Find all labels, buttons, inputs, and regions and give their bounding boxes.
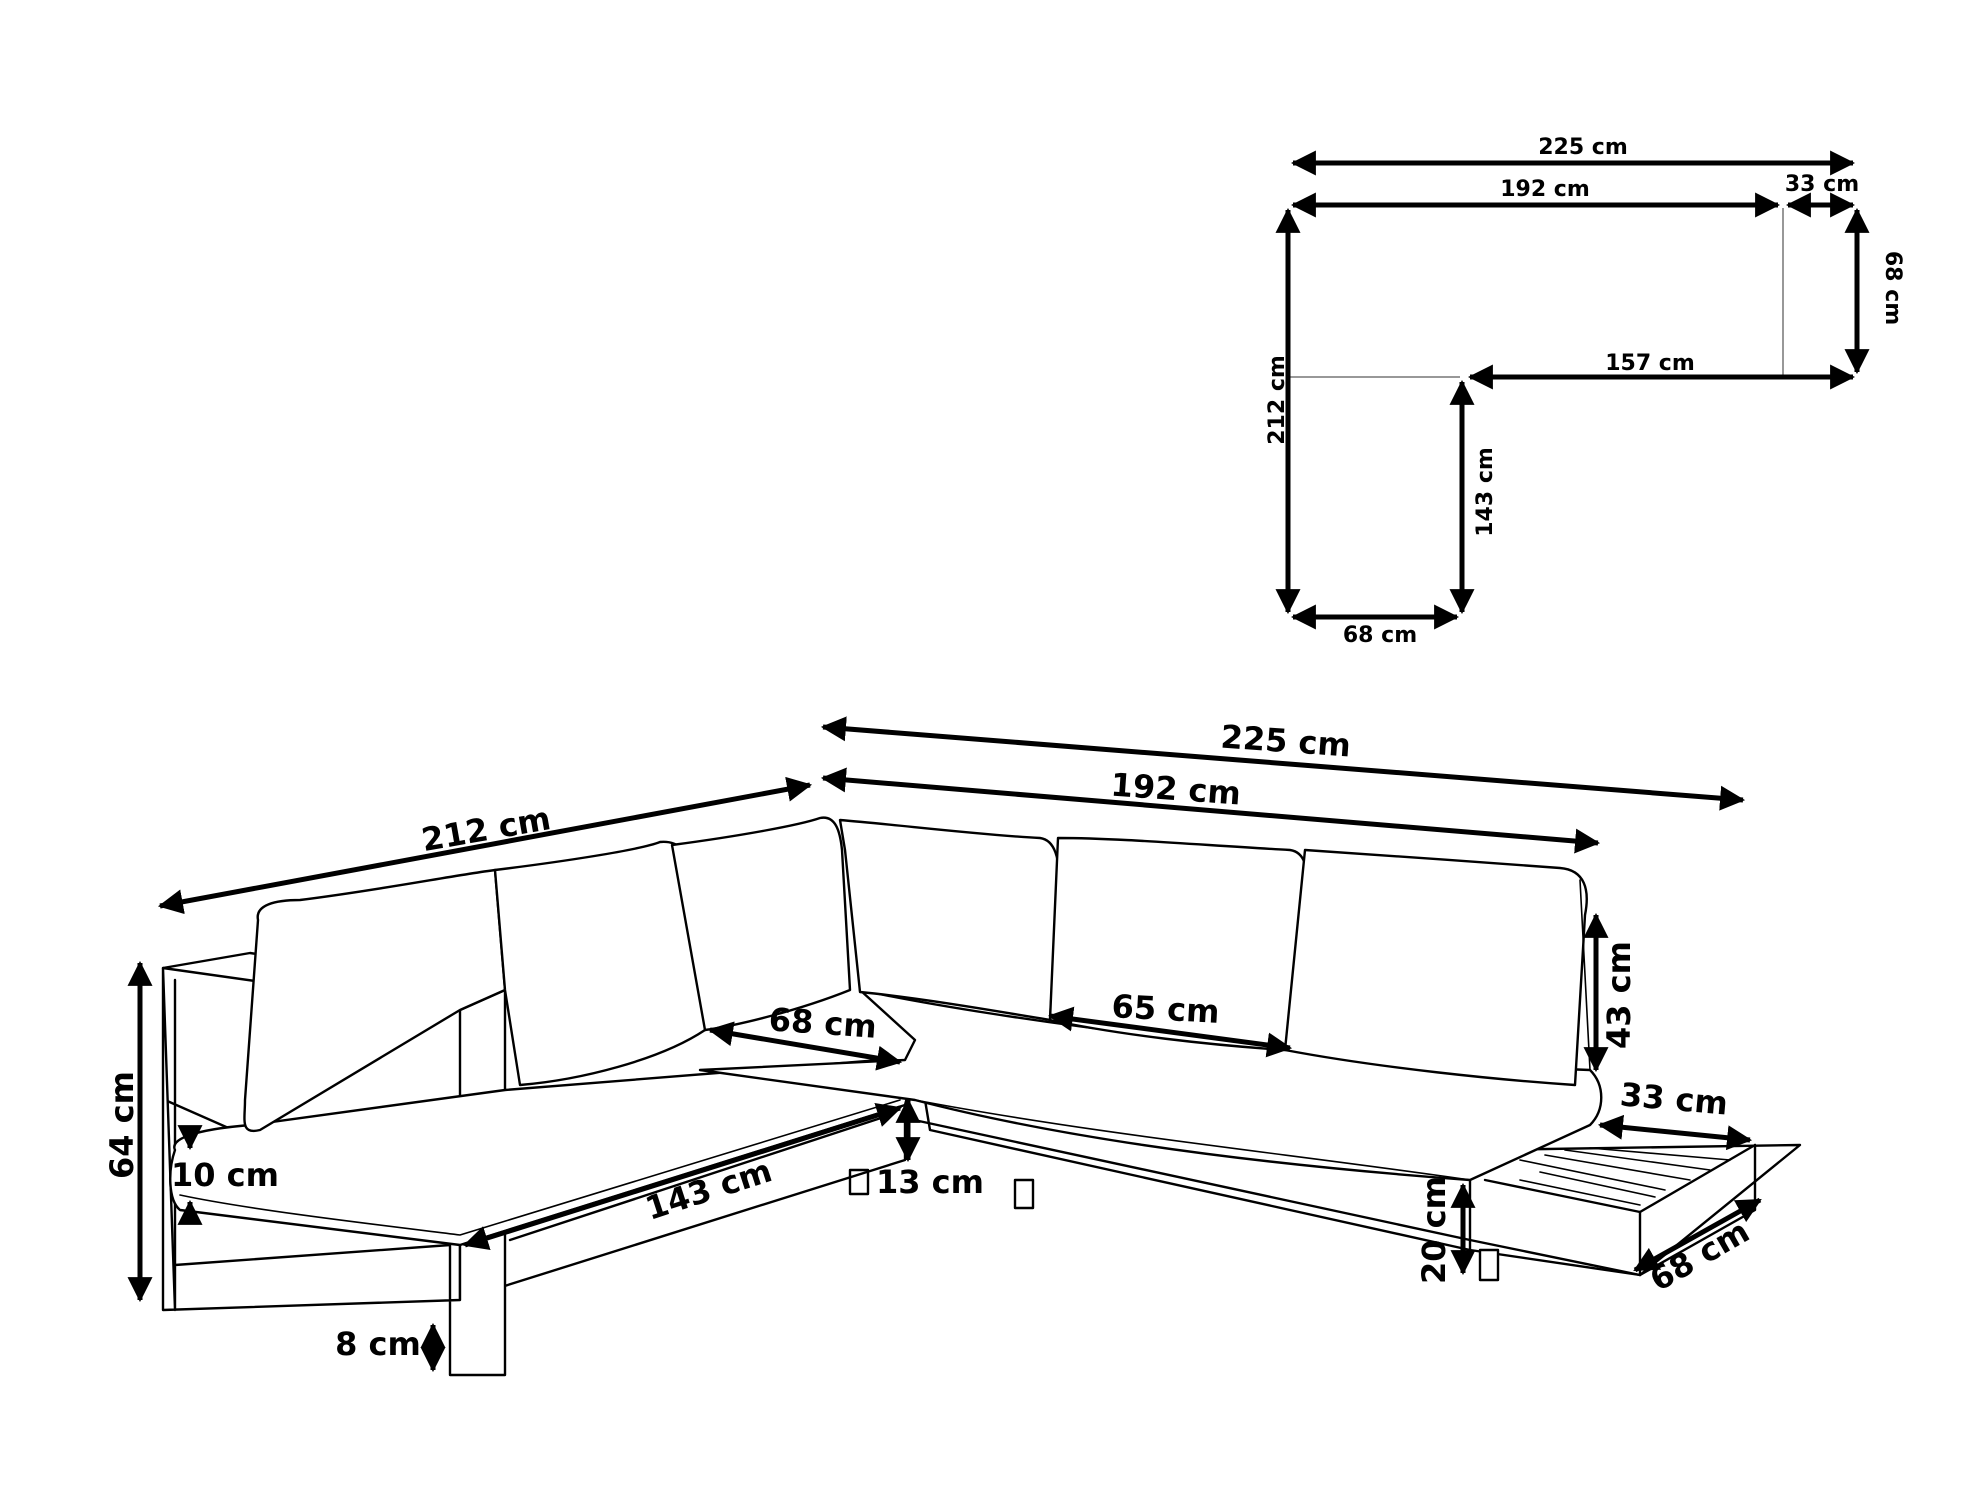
plan-total-width-label: 225 cm xyxy=(1538,135,1628,160)
label-foot-height: 8 cm xyxy=(335,1325,421,1363)
back-cushion-right-3 xyxy=(1283,848,1588,1087)
label-seat-height: 20 cm xyxy=(1415,1176,1453,1284)
right-seat-front-edge xyxy=(914,1099,1471,1181)
label-table-width: 33 cm xyxy=(1619,1075,1730,1122)
right-seat-cushion xyxy=(698,988,1603,1182)
dim-left-length-line xyxy=(157,776,813,915)
label-table-depth: 68 cm xyxy=(1643,1212,1756,1299)
plan-front-length-label: 157 cm xyxy=(1605,351,1695,376)
side-table-slat xyxy=(1539,1171,1656,1198)
label-sofa-width: 192 cm xyxy=(1109,766,1242,813)
side-table-slat xyxy=(1564,1149,1711,1171)
plan-table-width-label: 33 cm xyxy=(1785,172,1859,197)
label-cushion: 10 cm xyxy=(171,1156,279,1194)
back-cushion-left-1 xyxy=(243,868,507,1133)
floor-plan: 225 cm 192 cm 33 cm 68 cm 212 cm 157 cm … xyxy=(1265,135,1905,648)
left-arm-frame xyxy=(161,966,507,1377)
dim-seat-depth-line xyxy=(1047,1006,1293,1058)
side-table-slat xyxy=(1544,1154,1691,1181)
sofa-leg xyxy=(1013,1178,1035,1210)
side-table-slat xyxy=(1519,1159,1666,1191)
label-corner-depth: 68 cm xyxy=(768,1000,878,1045)
plan-inner-left-label: 143 cm xyxy=(1473,447,1498,537)
plan-bottom-depth-label: 68 cm xyxy=(1343,623,1417,648)
side-table-slat xyxy=(1519,1179,1641,1206)
label-leg-height: 13 cm xyxy=(876,1163,984,1201)
back-cushion-left-3 xyxy=(670,816,852,1032)
plan-inner-width-label: 192 cm xyxy=(1500,177,1590,202)
dim-seat-length-line xyxy=(463,1102,902,1251)
label-total-width: 225 cm xyxy=(1219,718,1352,765)
side-table-slat xyxy=(1589,1147,1731,1161)
back-cushion-right-1 xyxy=(838,818,1060,1022)
sofa-leg xyxy=(1478,1248,1500,1282)
dim-corner-depth-line xyxy=(707,1021,903,1071)
plan-depth-right-label: 68 cm xyxy=(1880,251,1905,325)
label-height: 64 cm xyxy=(103,1071,141,1179)
label-back-height: 43 cm xyxy=(1600,941,1638,1049)
dim-sofa-width-line xyxy=(820,767,1601,854)
dim-table-depth-line xyxy=(1633,1197,1762,1273)
label-left-length: 212 cm xyxy=(419,799,554,859)
back-cushion-left-2 xyxy=(493,840,707,1087)
left-seat-edge xyxy=(179,1099,901,1236)
dim-table-width-line xyxy=(1597,1114,1753,1151)
sofa-drawing: 212 cm 225 cm 192 cm 64 cm 43 cm 68 cm 6… xyxy=(103,716,1802,1377)
label-seat-depth: 65 cm xyxy=(1111,987,1221,1031)
plan-left-length-label: 212 cm xyxy=(1265,355,1290,445)
